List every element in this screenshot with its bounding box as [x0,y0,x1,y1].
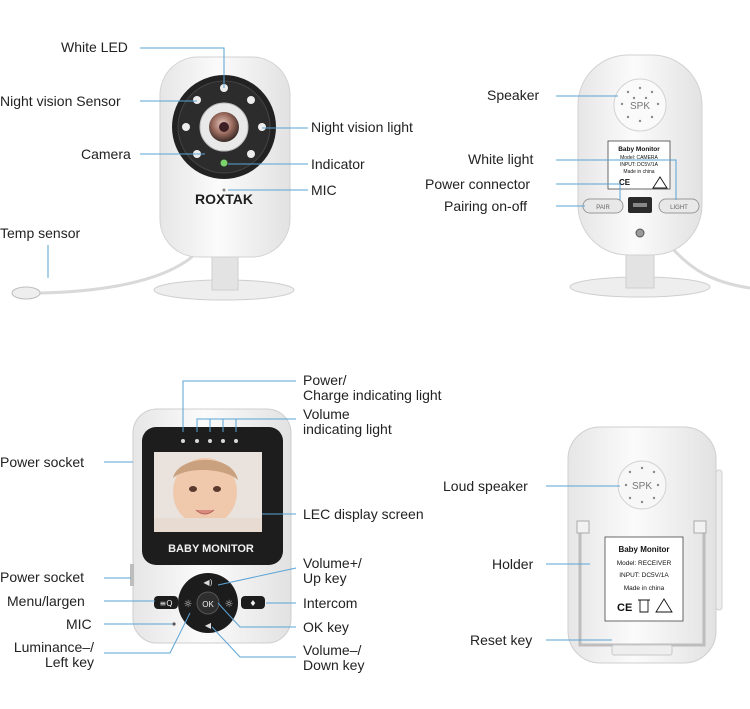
svg-text:SPK: SPK [632,481,652,492]
svg-text:Baby Monitor: Baby Monitor [618,545,669,554]
svg-text:Made in china: Made in china [623,169,654,175]
label-night-vision-sensor: Night vision Sensor [0,93,121,109]
label-volume-light-1: Volume [303,406,350,422]
svg-text:Model: RECEIVER: Model: RECEIVER [617,560,672,567]
svg-text:Baby Monitor: Baby Monitor [618,146,660,153]
camera-back-cable [670,246,750,290]
label-holder: Holder [492,556,534,572]
menu-zoom-icon: ≡Q [160,599,173,608]
receiver-front: BABY MONITOR OK ◀) ◀ ☼ ☼ ≡Q ♦ [130,408,292,644]
label-reset-key: Reset key [470,632,533,648]
svg-text:INPUT: DC5V/1A: INPUT: DC5V/1A [620,162,659,168]
screen-brand: BABY MONITOR [168,543,254,555]
label-white-light: White light [468,151,534,167]
ok-button[interactable] [196,591,220,615]
label-mic-receiver: MIC [66,616,92,632]
intercom-button[interactable] [241,596,265,609]
label-intercom: Intercom [303,595,358,611]
mic-hole [222,188,226,192]
svg-text:INPUT: DC5V/1A: INPUT: DC5V/1A [619,572,669,579]
indicator-led [220,159,228,167]
warning-icon [652,176,668,189]
label-pairing: Pairing on-off [444,198,528,214]
label-volume-down-2: Down key [303,657,365,673]
label-volume-down-1: Volume–/ [303,642,362,658]
label-speaker: Speaker [487,87,540,103]
light-button[interactable] [658,198,700,214]
volume-down-icon[interactable]: ◀ [205,621,212,630]
label-camera: Camera [81,146,131,162]
camera-back-sticker [607,140,671,190]
ir-leds [182,84,266,158]
label-white-led: White LED [61,39,128,55]
indicator-lights [181,439,238,443]
svg-text:CE: CE [619,178,631,187]
label-volume-light-2: indicating light [303,421,392,437]
svg-text:Made in china: Made in china [624,585,665,592]
screw-icon [635,228,645,238]
label-power-charge-2: Charge indicating light [303,387,442,403]
recycle-bin-icon [638,599,650,613]
camera-brand: ROXTAK [195,191,253,207]
label-menu: Menu/largen [7,593,85,609]
label-temp-sensor: Temp sensor [0,225,81,241]
label-mic-camera: MIC [311,182,337,198]
warning-icon [655,598,673,613]
svg-text:LIGHT: LIGHT [670,205,688,211]
leader-lines [47,47,677,658]
receiver-sticker [604,536,684,622]
camera-back: SPK Baby Monitor Model: CAMERA INPUT: DC… [569,54,750,298]
side-power-socket [130,564,134,586]
label-display: LEC display screen [303,506,424,522]
brightness-left-icon[interactable]: ☼ [184,599,193,610]
brightness-right-icon[interactable]: ☼ [225,599,234,610]
receiver-back: SPK Baby Monitor Model: RECEIVER INPUT: … [567,426,723,664]
camera-front: ROXTAK [11,56,295,301]
baby-photo [154,452,262,532]
microphone-icon: ♦ [249,599,256,608]
volume-up-icon[interactable]: ◀) [203,578,212,587]
svg-text:SPK: SPK [630,101,650,112]
receiver-mic-hole [172,622,176,626]
svg-text:OK: OK [202,600,214,609]
svg-text:Model: CAMERA: Model: CAMERA [620,155,658,161]
label-indicator: Indicator [311,156,365,172]
label-luminance-2: Left key [44,654,94,670]
label-luminance-1: Luminance–/ [13,639,94,655]
label-night-vision-light: Night vision light [311,119,413,135]
label-loud-speaker: Loud speaker [443,478,528,494]
label-power-charge-1: Power/ [303,372,347,388]
label-power-connector: Power connector [425,176,531,192]
label-volume-up-1: Volume+/ [303,555,362,571]
svg-text:PAIR: PAIR [596,205,610,211]
svg-text:CE: CE [617,602,632,614]
label-volume-up-2: Up key [303,570,347,586]
temp-sensor-probe [11,286,41,300]
reset-key[interactable] [611,644,673,656]
menu-button[interactable] [154,596,178,609]
label-power-socket-top: Power socket [0,454,85,470]
label-power-socket: Power socket [0,569,85,585]
label-ok-key: OK key [303,619,349,635]
